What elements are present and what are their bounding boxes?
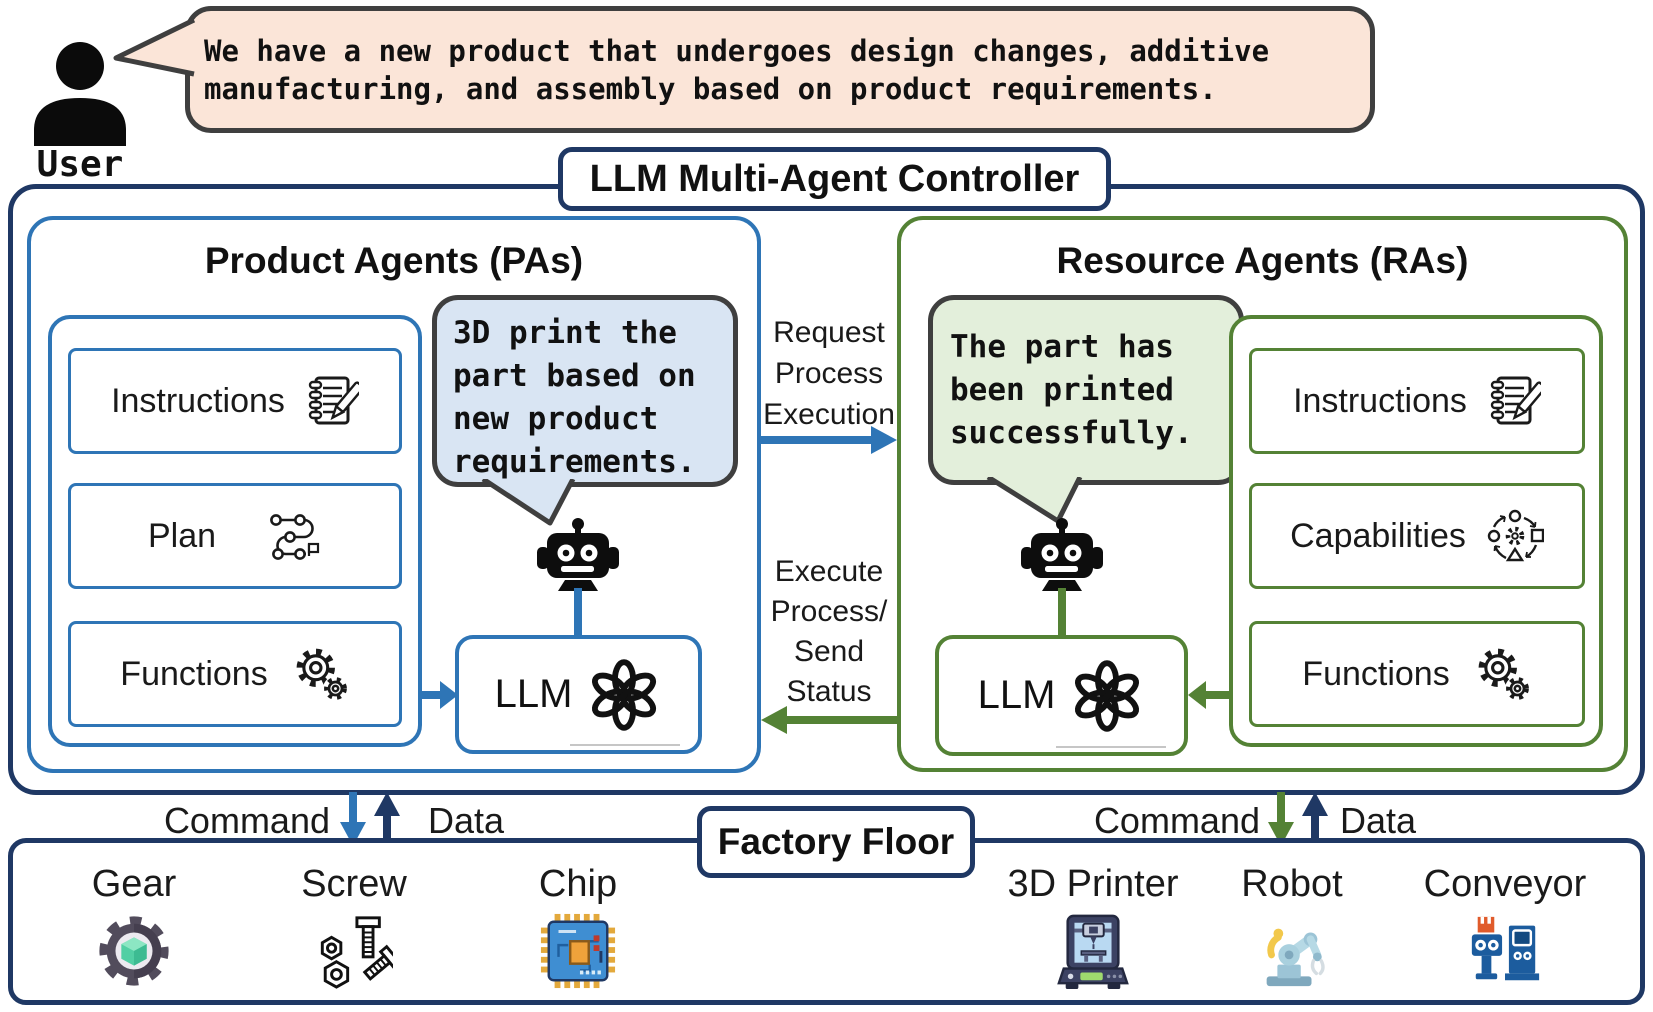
screw-icon (315, 912, 393, 990)
user-bubble-tail (108, 18, 200, 80)
ra-functions-box: Functions (1249, 621, 1585, 727)
chip-label: Chip (538, 863, 618, 905)
screw-label: Screw (301, 863, 407, 905)
controller-title: LLM Multi-Agent Controller (558, 147, 1111, 211)
pa-llm-label: LLM (494, 672, 573, 716)
ra-capabilities-box: Capabilities (1249, 483, 1585, 589)
gears-icon (294, 646, 350, 702)
factory-item-screw: Screw (244, 862, 464, 990)
pa-plan-label: Plan (147, 516, 217, 555)
execute-arrow-left (761, 706, 897, 734)
gears-icon (1476, 646, 1532, 702)
robot-label: Robot (1241, 863, 1343, 905)
openai-logo-icon (586, 657, 662, 733)
factory-item-gear: Gear (24, 862, 244, 990)
pa-bubble-text: 3D print the part based on new product r… (453, 315, 696, 480)
ra-instructions-label: Instructions (1293, 381, 1467, 420)
ra-instructions-box: Instructions (1249, 348, 1585, 454)
pa-robot-icon (523, 517, 633, 591)
right-command-arrow-down (1266, 792, 1296, 846)
right-data-arrow-up (1300, 792, 1330, 846)
pa-functions-box: Functions (68, 621, 402, 727)
pa-instructions-box: Instructions (68, 348, 402, 454)
conveyor-icon (1466, 912, 1544, 990)
notebook-pencil-icon (303, 374, 359, 428)
capability-cycle-icon (1486, 508, 1544, 564)
printer-3d-icon (1054, 912, 1132, 990)
ra-llm-box: LLM (935, 635, 1188, 756)
pa-robot-llm-connector (574, 588, 582, 637)
factory-item-conveyor: Conveyor (1395, 862, 1615, 990)
pa-functions-to-llm-arrow (420, 679, 458, 711)
gear-label: Gear (91, 863, 177, 905)
right-data-label: Data (1340, 800, 1417, 841)
ra-robot-icon (1007, 517, 1117, 591)
pa-logo-underline (570, 744, 680, 746)
right-command-label: Command (1093, 800, 1260, 841)
route-plan-icon (264, 511, 322, 561)
resource-agents-title: Resource Agents (RAs) (1056, 240, 1469, 281)
left-command-arrow-down (338, 792, 368, 846)
factory-item-robot: Robot (1182, 862, 1402, 990)
factory-item-3d-printer: 3D Printer (983, 862, 1203, 990)
pa-plan-box: Plan (68, 483, 402, 589)
left-data-arrow-up (372, 792, 402, 846)
printer-3d-label: 3D Printer (1007, 863, 1179, 905)
factory-floor-title: Factory Floor (697, 806, 975, 878)
execute-process-label: Execute Process/ Send Status (770, 555, 888, 708)
request-arrow-right (761, 426, 897, 454)
openai-logo-icon (1069, 658, 1145, 734)
ra-functions-to-llm-arrow (1188, 679, 1232, 711)
user-icon (30, 42, 130, 146)
ra-bubble-text: The part has been printed successfully. (950, 329, 1193, 451)
left-command-label: Command (163, 800, 330, 841)
notebook-pencil-icon (1485, 374, 1541, 428)
ra-robot-llm-connector (1058, 588, 1066, 637)
left-data-label: Data (428, 800, 505, 841)
robot-arm-icon (1253, 912, 1331, 990)
ra-llm-label: LLM (977, 673, 1056, 717)
user-label: User (36, 144, 124, 185)
product-agents-title: Product Agents (PAs) (204, 240, 584, 281)
pa-bubble-tail (455, 479, 595, 531)
user-speech-bubble: We have a new product that undergoes des… (185, 6, 1375, 133)
factory-item-chip: Chip (468, 862, 688, 990)
pa-speech-bubble: 3D print the part based on new product r… (432, 295, 738, 487)
pa-instructions-label: Instructions (111, 381, 285, 420)
conveyor-label: Conveyor (1423, 863, 1587, 905)
gear-icon (95, 912, 173, 990)
chip-icon (539, 912, 617, 990)
ra-speech-bubble: The part has been printed successfully. (928, 295, 1244, 485)
user-message: We have a new product that undergoes des… (204, 33, 1270, 106)
ra-capabilities-label: Capabilities (1290, 516, 1466, 555)
request-process-label: Request Process Execution (763, 316, 895, 431)
pa-functions-label: Functions (120, 654, 268, 693)
ra-logo-underline (1056, 746, 1166, 748)
pa-llm-box: LLM (455, 635, 702, 754)
ra-functions-label: Functions (1302, 654, 1450, 693)
